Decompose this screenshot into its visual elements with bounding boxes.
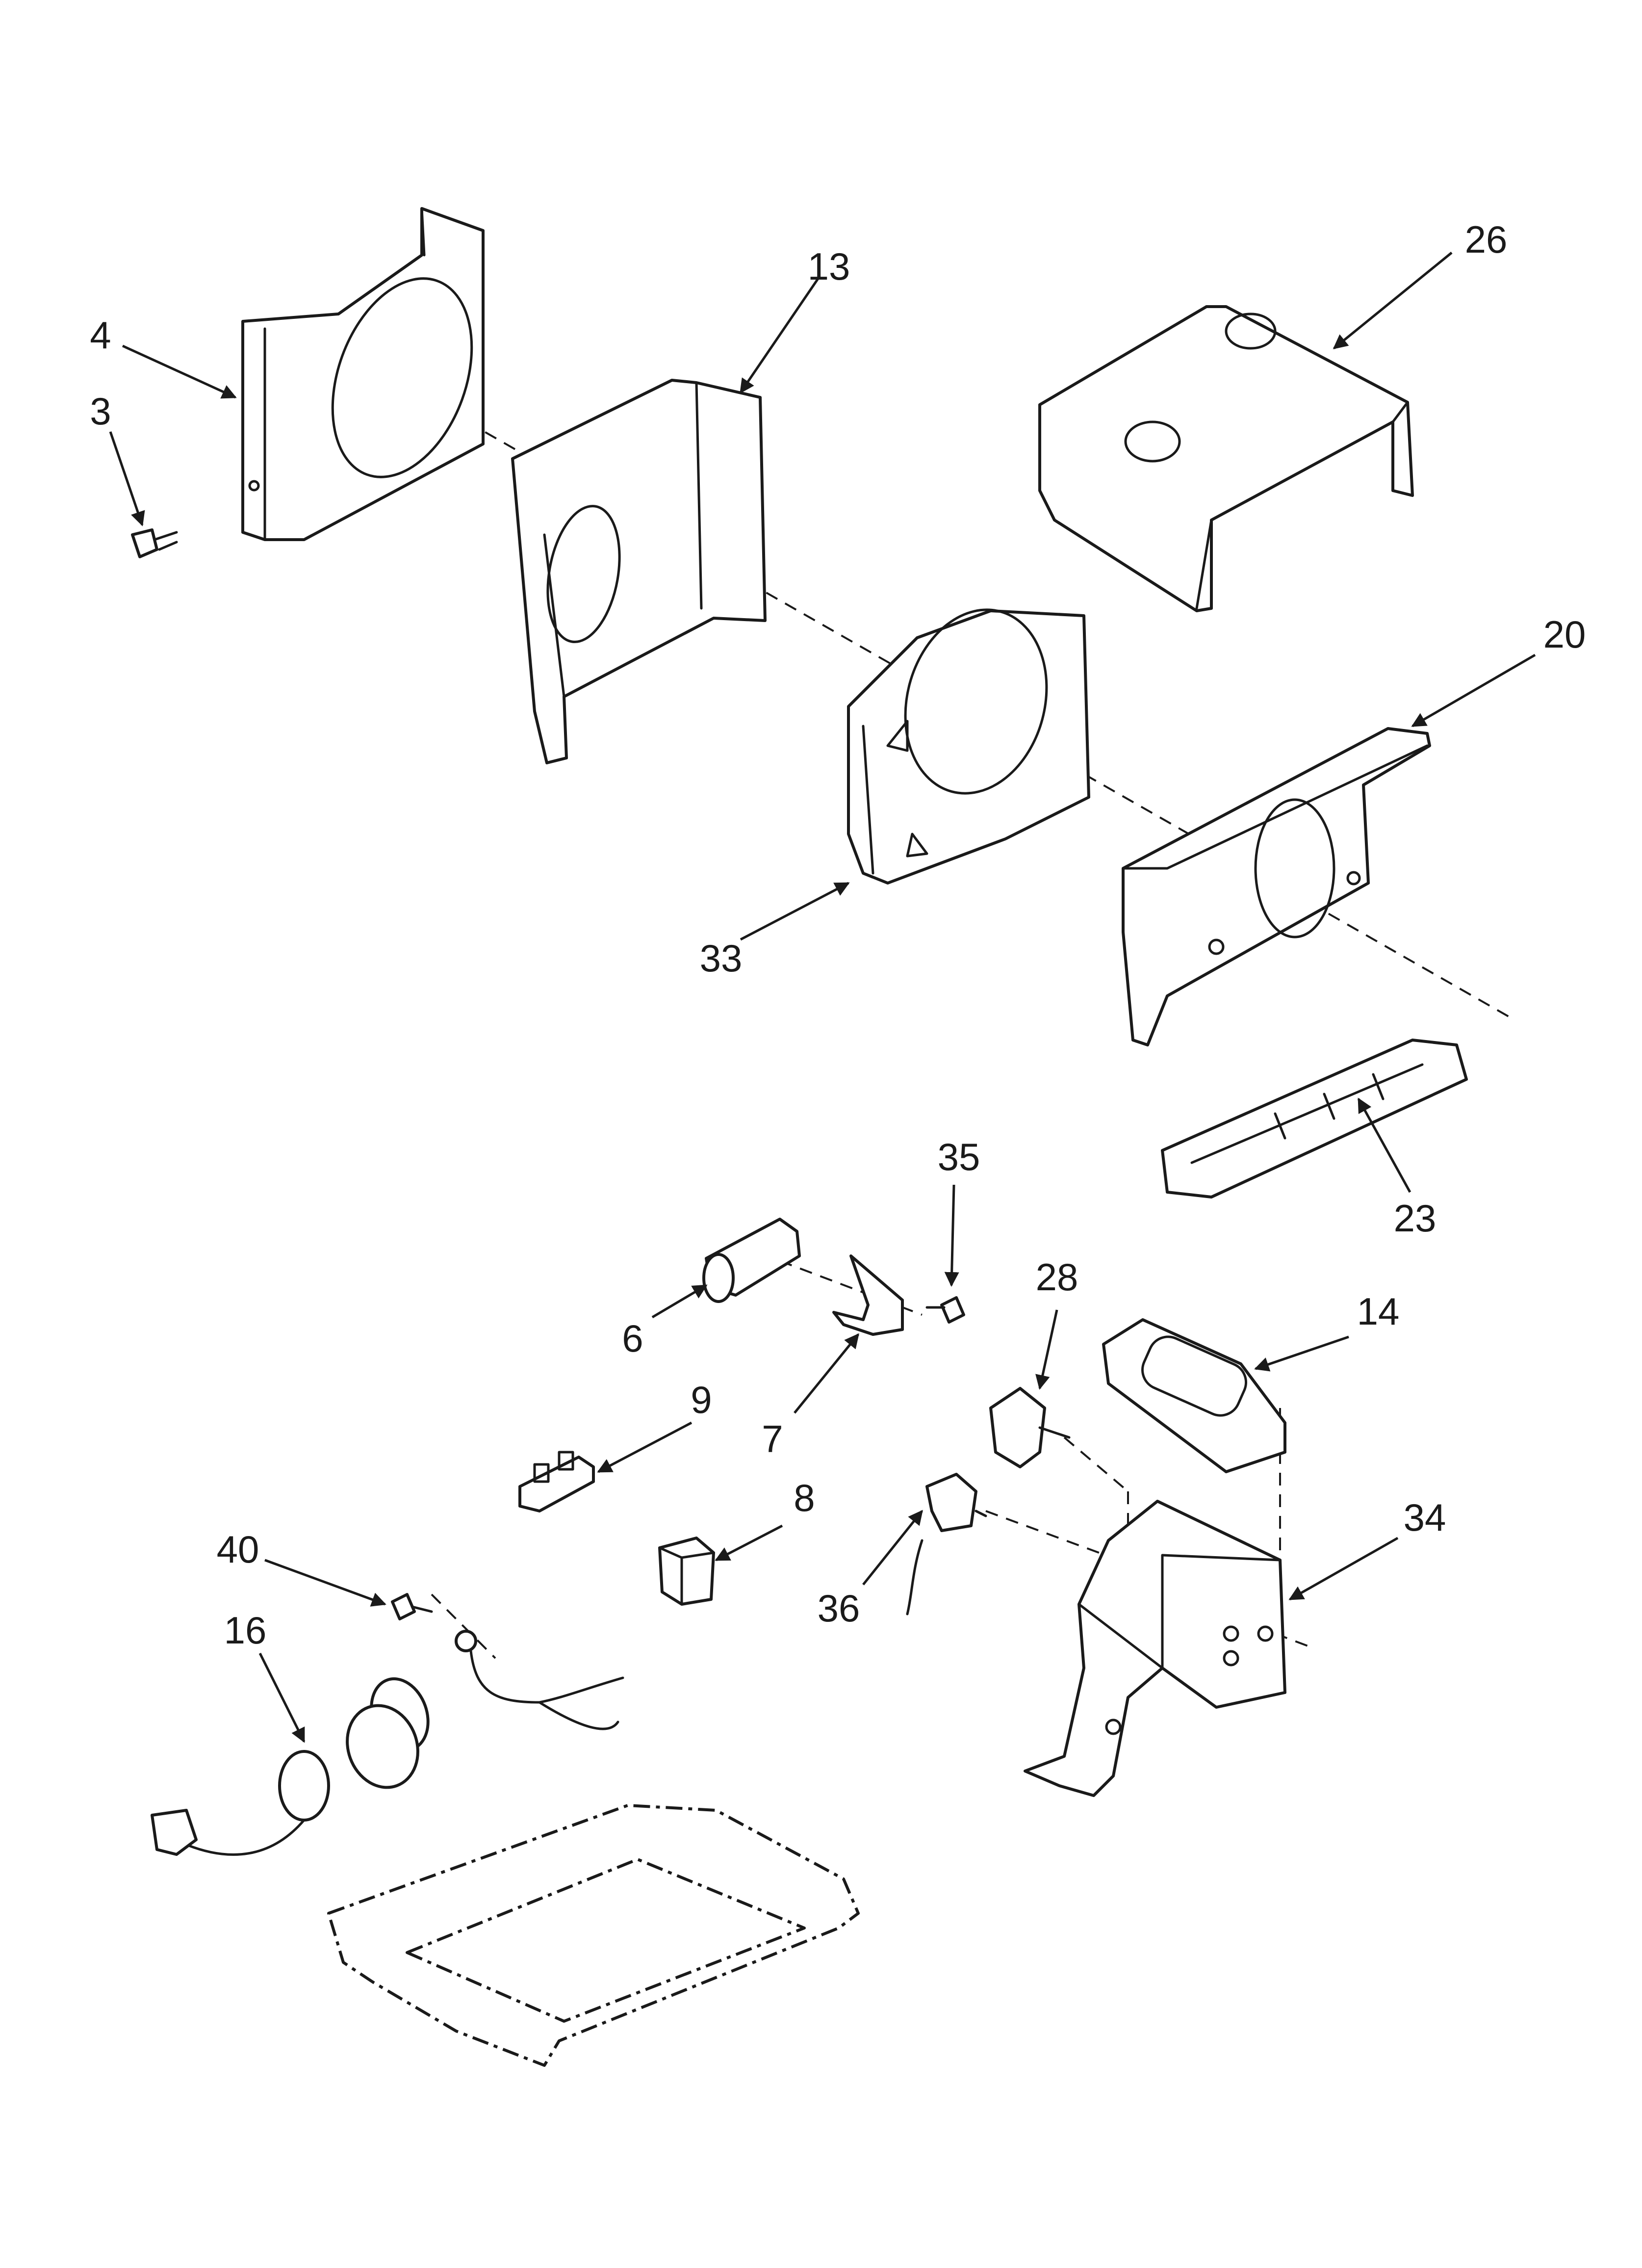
part-40-screw — [391, 1593, 433, 1620]
callout-23: 23 — [1394, 1197, 1437, 1240]
callout-40: 40 — [217, 1528, 259, 1571]
part-36-thermostat — [906, 1473, 987, 1616]
base-chassis-outline — [327, 1804, 860, 2067]
part-13-shroud — [511, 379, 767, 764]
callout-16: 16 — [224, 1609, 267, 1652]
callout-20: 20 — [1543, 613, 1586, 656]
callout-33: 33 — [700, 937, 743, 980]
callout-13: 13 — [808, 245, 850, 288]
part-3-screw — [131, 528, 178, 558]
part-14-control-plate — [1102, 1318, 1286, 1473]
callout-28: 28 — [1036, 1255, 1078, 1299]
part-20-orifice-panel — [1122, 727, 1431, 1046]
callout-26: 26 — [1465, 218, 1508, 261]
callout-7: 7 — [762, 1417, 783, 1460]
callout-14: 14 — [1357, 1290, 1400, 1333]
callout-36: 36 — [818, 1587, 860, 1630]
part-7-strap — [832, 1254, 904, 1336]
callout-6: 6 — [622, 1317, 643, 1360]
part-6-capacitor — [702, 1218, 801, 1303]
callout-3: 3 — [90, 390, 111, 433]
part-23-base-tray — [1161, 1039, 1468, 1199]
part-8-relay — [658, 1537, 715, 1606]
callout-labels: 4 3 13 26 20 33 23 35 6 28 14 7 9 8 34 3… — [90, 218, 1586, 1652]
callout-leaders — [109, 252, 1536, 1743]
callout-34: 34 — [1404, 1496, 1446, 1539]
part-9-terminal-block — [518, 1451, 595, 1512]
part-33-scroll-housing — [847, 608, 1090, 885]
part-16-power-cord — [151, 1630, 624, 1856]
part-34-control-box — [1024, 1500, 1286, 1797]
callout-9: 9 — [691, 1378, 712, 1421]
part-28-switch — [989, 1387, 1071, 1468]
part-35-screw — [925, 1296, 965, 1324]
part-4-front-shroud — [241, 207, 485, 541]
callout-35: 35 — [938, 1135, 980, 1178]
callout-4: 4 — [90, 313, 111, 357]
part-26-top-cover — [1038, 305, 1414, 612]
callout-8: 8 — [794, 1476, 815, 1519]
